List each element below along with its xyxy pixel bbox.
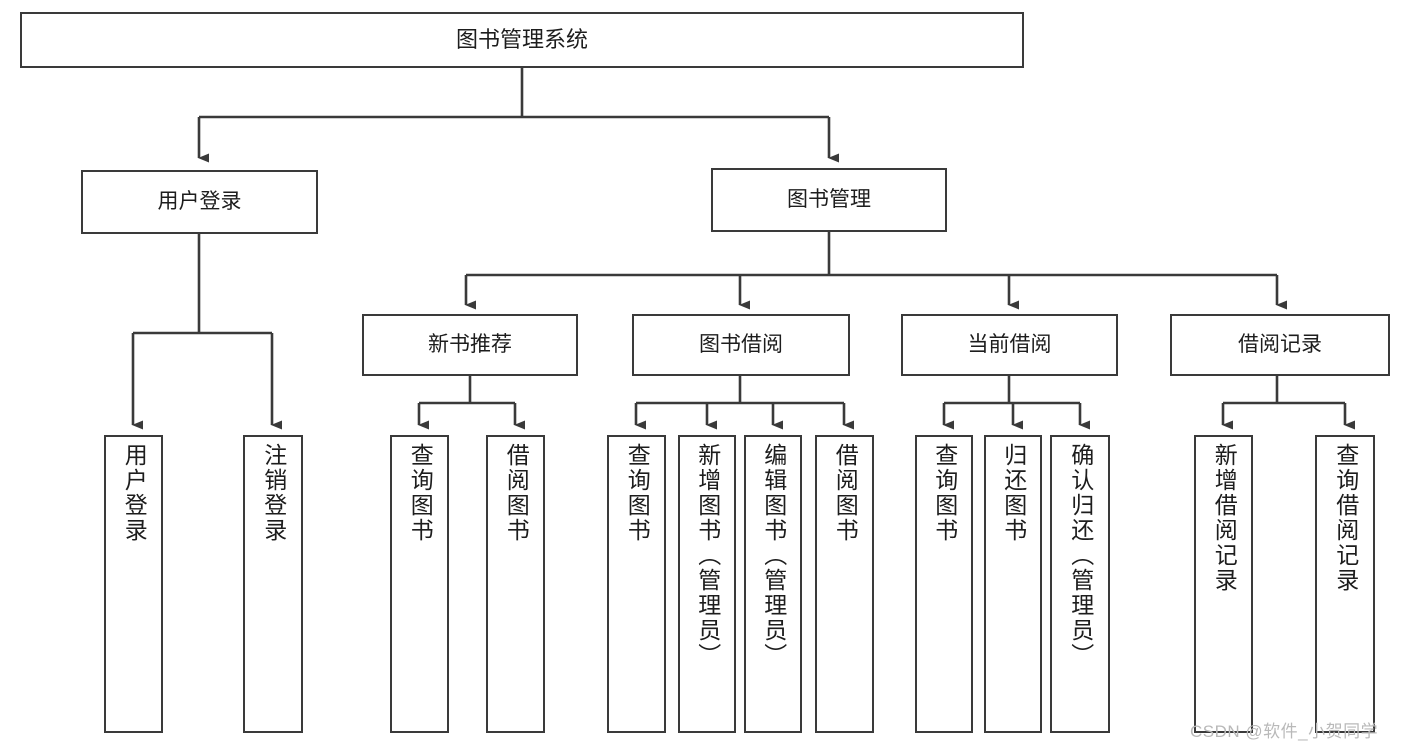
leaf-borrow-query-book[interactable]: 查询图书 <box>607 435 666 733</box>
node-label: 图书管理系统 <box>455 27 588 53</box>
leaf-borrow-borrow-book[interactable]: 借阅图书 <box>815 435 874 733</box>
node-label: 用户登录 <box>157 189 242 213</box>
leaf-user-login-logout[interactable]: 注销登录 <box>243 435 303 733</box>
node-current-borrow[interactable]: 当前借阅 <box>901 314 1118 376</box>
leaf-borrow-edit-book-admin[interactable]: 编辑图书（管理员） <box>744 435 802 733</box>
node-new-book-recommend[interactable]: 新书推荐 <box>362 314 578 376</box>
node-label: 编辑图书（管理员） <box>760 443 787 668</box>
leaf-borrow-add-book-admin[interactable]: 新增图书（管理员） <box>678 435 736 733</box>
node-label: 新增图书（管理员） <box>694 443 721 668</box>
node-user-login[interactable]: 用户登录 <box>81 170 318 234</box>
node-book-management[interactable]: 图书管理 <box>711 168 947 232</box>
node-label: 借阅图书 <box>503 443 530 543</box>
node-label: 新书推荐 <box>428 332 512 356</box>
node-label: 新增借阅记录 <box>1211 443 1238 593</box>
leaf-current-return-book[interactable]: 归还图书 <box>984 435 1042 733</box>
node-borrow-record[interactable]: 借阅记录 <box>1170 314 1390 376</box>
csdn-watermark: CSDN @软件_小贺同学 <box>1190 722 1379 741</box>
leaf-current-confirm-return-admin[interactable]: 确认归还（管理员） <box>1050 435 1110 733</box>
node-label: 注销登录 <box>260 443 287 543</box>
node-label: 查询图书 <box>407 443 434 543</box>
node-label: 借阅记录 <box>1238 332 1322 356</box>
node-book-borrow[interactable]: 图书借阅 <box>632 314 850 376</box>
node-label: 图书借阅 <box>699 332 783 356</box>
node-label: 查询借阅记录 <box>1332 443 1359 593</box>
leaf-record-add-record[interactable]: 新增借阅记录 <box>1194 435 1253 733</box>
node-label: 当前借阅 <box>967 332 1052 356</box>
node-label: 确认归还（管理员） <box>1067 443 1094 668</box>
leaf-recommend-borrow-book[interactable]: 借阅图书 <box>486 435 545 733</box>
node-label: 借阅图书 <box>832 443 859 543</box>
node-label: 查询图书 <box>931 443 958 543</box>
leaf-current-query-book[interactable]: 查询图书 <box>915 435 973 733</box>
node-label: 归还图书 <box>1000 443 1027 543</box>
node-label: 查询图书 <box>624 443 651 543</box>
leaf-recommend-query-book[interactable]: 查询图书 <box>390 435 449 733</box>
leaf-record-query-record[interactable]: 查询借阅记录 <box>1315 435 1375 733</box>
node-root-book-management-system[interactable]: 图书管理系统 <box>20 12 1024 68</box>
node-label: 图书管理 <box>787 187 871 211</box>
leaf-user-login-login[interactable]: 用户登录 <box>104 435 163 733</box>
node-label: 用户登录 <box>121 443 148 543</box>
